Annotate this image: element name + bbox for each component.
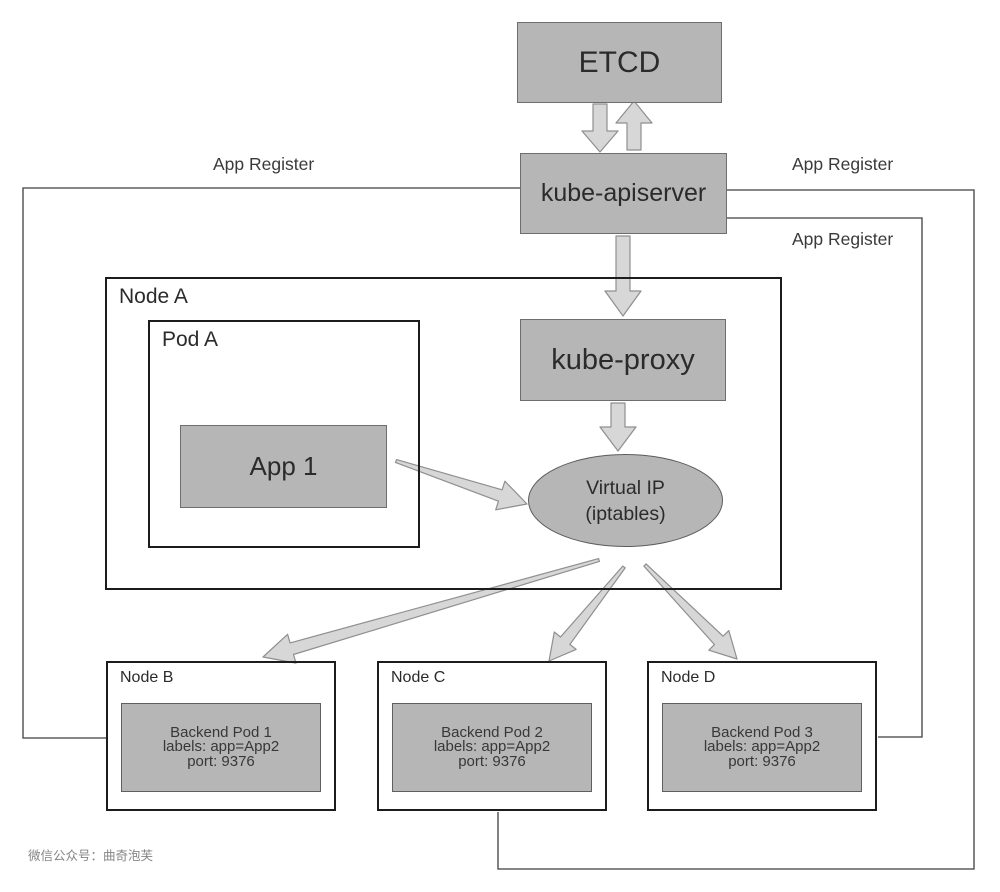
arrow-app1-to-virtualip xyxy=(394,459,528,511)
backend-pod-1-labels: labels: app=App2 xyxy=(162,738,280,756)
kube-apiserver-box: kube-apiserver xyxy=(520,153,727,234)
app1-label: App 1 xyxy=(249,451,318,481)
backend-pod-3-port: port: 9376 xyxy=(728,752,796,770)
arrow-apiserver-to-etcd xyxy=(615,100,653,151)
kube-proxy-box: kube-proxy xyxy=(520,319,726,401)
arrow-virtualip-to-nodeb xyxy=(262,557,601,664)
node-a-label: Node A xyxy=(119,285,188,308)
backend-pod-1-title: Backend Pod 1 xyxy=(170,723,272,741)
app-register-line-outer-right xyxy=(497,189,975,870)
node-d-box: Node D xyxy=(647,661,877,811)
app-register-label-right-bottom: App Register xyxy=(792,229,894,249)
backend-pod-2-port: port: 9376 xyxy=(458,752,526,770)
app-register-label-right-top: App Register xyxy=(792,154,894,174)
backend-pod-2-title: Backend Pod 2 xyxy=(441,723,543,741)
backend-pod-3-title: Backend Pod 3 xyxy=(711,723,813,741)
backend-pod-2-labels: labels: app=App2 xyxy=(433,738,551,756)
node-b-box: Node B xyxy=(106,661,336,811)
pod-a-label: Pod A xyxy=(162,328,219,351)
app-register-label-left: App Register xyxy=(213,154,315,174)
backend-pod-3-labels: labels: app=App2 xyxy=(703,738,821,756)
virtual-ip-ellipse: Virtual IP (iptables) xyxy=(528,454,723,547)
app1-box: App 1 xyxy=(180,425,387,508)
arrow-etcd-to-apiserver xyxy=(581,103,619,153)
arrow-virtualip-to-noded xyxy=(643,563,738,660)
arrow-kubeproxy-to-virtualip xyxy=(599,402,637,452)
backend-pod-1-box: Backend Pod 1 labels: app=App2 port: 937… xyxy=(121,703,321,792)
app-register-line-inner-right xyxy=(727,217,923,738)
node-c-label: Node C xyxy=(391,669,446,686)
backend-pod-2-box: Backend Pod 2 labels: app=App2 port: 937… xyxy=(392,703,592,792)
node-c-box: Node C xyxy=(377,661,607,811)
kube-apiserver-label: kube-apiserver xyxy=(540,179,707,207)
arrow-apiserver-to-kubeproxy xyxy=(604,235,642,317)
node-d-label: Node D xyxy=(661,669,716,686)
etcd-box: ETCD xyxy=(517,22,722,103)
node-b-label: Node B xyxy=(120,669,174,686)
node-a-box: Node A xyxy=(105,277,782,590)
wechat-watermark: 微信公众号：曲奇泡芙 xyxy=(28,849,154,863)
backend-pod-1-port: port: 9376 xyxy=(187,752,255,770)
app-register-line-left xyxy=(22,187,520,739)
pod-a-box: Pod A xyxy=(148,320,420,548)
virtual-ip-line1: Virtual IP xyxy=(586,476,665,499)
kube-proxy-label: kube-proxy xyxy=(551,343,695,376)
etcd-label: ETCD xyxy=(578,45,661,79)
backend-pod-3-box: Backend Pod 3 labels: app=App2 port: 937… xyxy=(662,703,862,792)
virtual-ip-line2: (iptables) xyxy=(585,502,666,525)
